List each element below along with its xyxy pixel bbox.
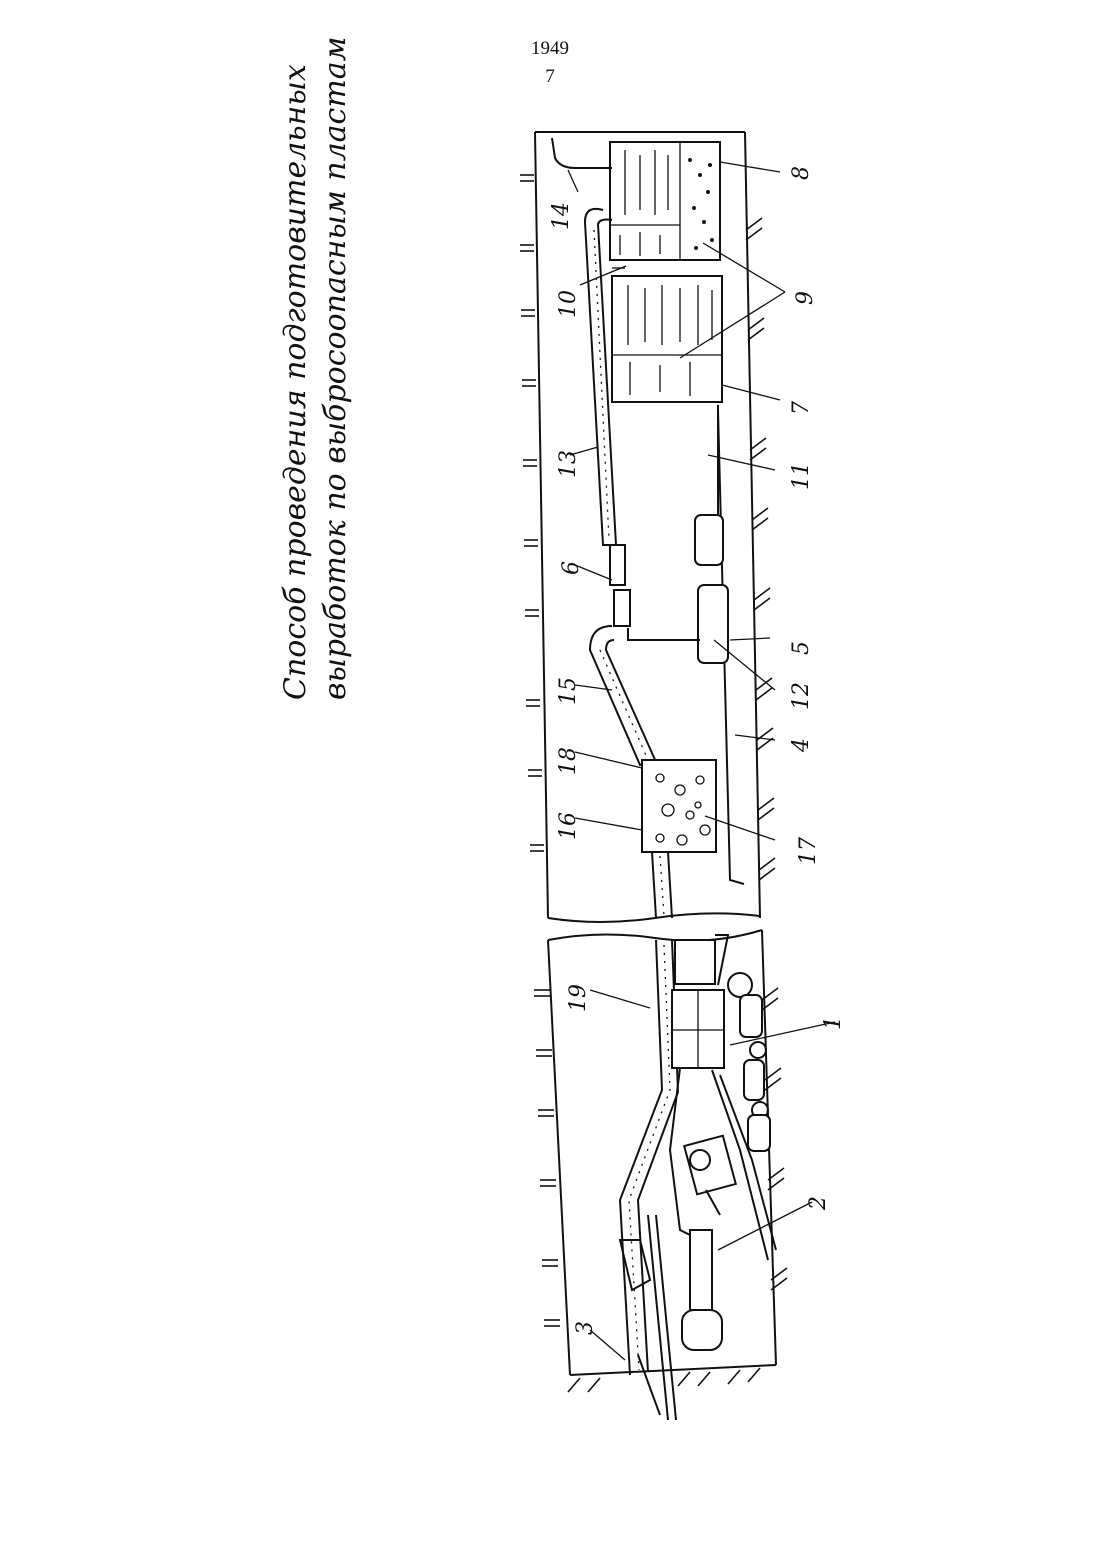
label-19: 19 <box>566 984 591 1012</box>
pipe-14 <box>552 138 612 168</box>
storage-block-lower <box>612 276 722 402</box>
machine-2 <box>670 1068 776 1350</box>
machine-1 <box>672 935 770 1151</box>
storage-block-upper <box>610 142 720 260</box>
label-11: 11 <box>789 462 814 490</box>
label-4: 4 <box>789 738 814 753</box>
device-6-head <box>614 590 630 626</box>
drawing-title: Способ проведения подготовительных выраб… <box>278 36 353 700</box>
device-6 <box>610 545 625 585</box>
label-17: 17 <box>796 837 821 865</box>
unit-5 <box>628 405 728 663</box>
hose-19 <box>620 940 678 1375</box>
title-line-1: Способ проведения подготовительных <box>278 64 313 700</box>
container-16-17 <box>642 760 716 852</box>
label-5: 5 <box>789 641 814 655</box>
upper-tunnel-left-wall <box>535 132 548 918</box>
title-line-2: выработок по выбросоопасным пластам <box>318 36 353 700</box>
hose-15 <box>590 626 656 765</box>
rock-hatching-upper-right <box>746 218 775 880</box>
label-2: 2 <box>806 1196 831 1211</box>
label-6: 6 <box>559 561 584 575</box>
label-8: 8 <box>789 166 814 180</box>
label-3: 3 <box>573 1321 598 1335</box>
hose-19-upper-part <box>652 852 672 918</box>
label-7: 7 <box>789 401 814 415</box>
upper-break-line <box>548 913 760 922</box>
label-14: 14 <box>549 202 574 230</box>
label-18: 18 <box>556 747 581 775</box>
label-10: 10 <box>556 290 581 318</box>
label-16: 16 <box>556 812 581 840</box>
label-9: 9 <box>793 291 818 305</box>
label-12: 12 <box>789 682 814 710</box>
label-15: 15 <box>556 677 581 705</box>
label-13: 13 <box>556 450 581 478</box>
label-1: 1 <box>821 1016 846 1030</box>
drill-rods-3 <box>620 1215 676 1420</box>
